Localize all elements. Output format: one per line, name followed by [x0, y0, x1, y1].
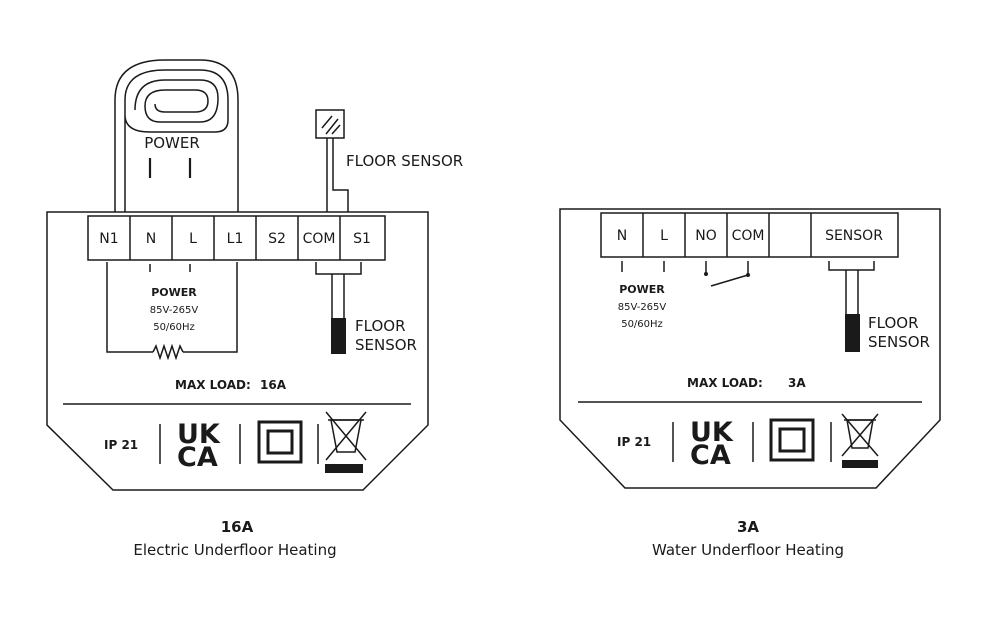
- floor-sensor-probe-icon: [315, 109, 349, 212]
- ukca-mark-top: UK: [690, 417, 734, 448]
- sensor-block-icon: [331, 318, 346, 354]
- terminal-n: N: [146, 231, 156, 247]
- inner-voltage-label: 85V-265V: [150, 305, 199, 316]
- terminal-l1: L1: [227, 231, 244, 247]
- max-load-value: 3A: [788, 376, 806, 390]
- weee-bin-icon: [325, 411, 367, 473]
- caption-subtitle: Water Underfloor Heating: [652, 541, 844, 559]
- right-terminal-block: N L NO COM SENSOR: [600, 212, 899, 258]
- left-device: POWER FLOOR SENSOR N1 N L L1: [46, 59, 463, 559]
- terminal-sensor: SENSOR: [825, 228, 883, 244]
- max-load-label: MAX LOAD:: [687, 376, 763, 390]
- inner-sensor-label-2: SENSOR: [868, 333, 930, 351]
- terminal-n: N: [617, 228, 627, 244]
- inner-sensor-label-1: FLOOR: [355, 317, 406, 335]
- terminal-n1: N1: [99, 231, 118, 247]
- floor-sensor-label: FLOOR SENSOR: [346, 152, 463, 170]
- terminal-com: COM: [303, 231, 336, 247]
- ukca-mark-bottom: CA: [690, 440, 731, 471]
- double-insulation-icon: [257, 420, 303, 464]
- inner-power-label: POWER: [619, 283, 665, 296]
- relay-switch-icon: [710, 274, 749, 287]
- caption-title: 16A: [221, 518, 254, 536]
- left-internal-wiring: [106, 262, 362, 361]
- ukca-mark-top: UK: [177, 419, 221, 450]
- left-terminal-block: N1 N L L1 S2 COM S1: [87, 215, 386, 261]
- left-device-body: [46, 211, 429, 491]
- terminal-l: L: [189, 231, 197, 247]
- weee-bin-icon: [841, 413, 879, 468]
- ip-rating: IP 21: [104, 438, 138, 452]
- terminal-l: L: [660, 228, 668, 244]
- inner-sensor-label-2: SENSOR: [355, 336, 417, 354]
- terminal-s2: S2: [268, 231, 286, 247]
- terminal-no: NO: [695, 228, 717, 244]
- inner-voltage-label: 85V-265V: [618, 302, 667, 313]
- inner-power-label: POWER: [151, 286, 197, 299]
- right-internal-wiring: [621, 261, 875, 352]
- inner-frequency-label: 50/60Hz: [621, 319, 663, 330]
- right-device-body: [559, 208, 941, 489]
- power-label: POWER: [144, 134, 200, 152]
- ukca-mark-bottom: CA: [177, 442, 218, 473]
- inner-frequency-label: 50/60Hz: [153, 322, 195, 333]
- heating-element-icon: [114, 59, 239, 212]
- sensor-block-icon: [845, 314, 860, 352]
- terminal-com: COM: [732, 228, 765, 244]
- right-device: N L NO COM SENSOR POWER 85V-265V 50/60Hz…: [559, 208, 941, 559]
- inner-sensor-label-1: FLOOR: [868, 314, 919, 332]
- resistor-icon: [152, 343, 184, 361]
- caption-subtitle: Electric Underfloor Heating: [133, 541, 336, 559]
- caption-title: 3A: [737, 518, 759, 536]
- max-load-value: 16A: [260, 378, 287, 392]
- ip-rating: IP 21: [617, 435, 651, 449]
- double-insulation-icon: [769, 418, 815, 462]
- terminal-s1: S1: [353, 231, 371, 247]
- max-load-label: MAX LOAD:: [175, 378, 251, 392]
